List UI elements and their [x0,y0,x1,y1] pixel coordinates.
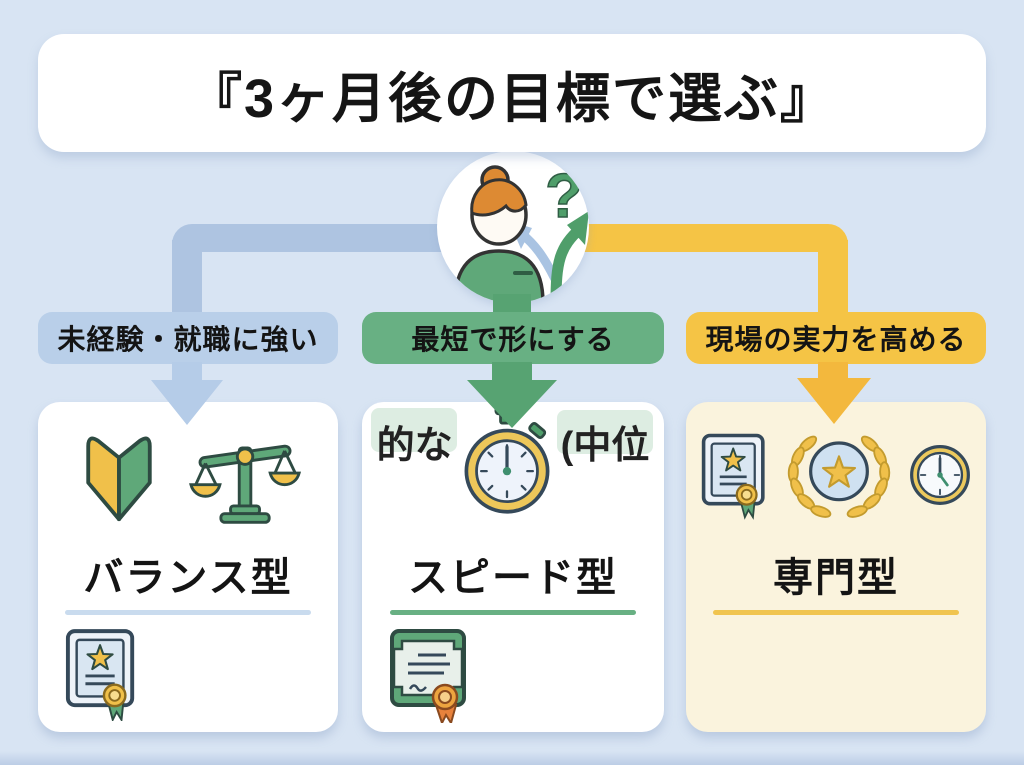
certificate-icon [65,629,135,721]
branch-label-text: 最短で形にする [411,324,615,355]
branch-label-text: 未経験・就職に強い [57,324,319,355]
card-balance: バランス型 [38,402,338,732]
card-title: バランス型 [83,556,293,600]
card-title: 専門型 [773,556,899,600]
divider [65,610,311,615]
down-arrow-yellow [818,362,848,380]
beginner-mark-icon [86,436,152,522]
connector-yellow-vertical [818,240,848,316]
balance-scale-icon [189,444,301,524]
certificate-icon [701,433,765,520]
branch-label-speed: 最短で形にする [362,312,664,364]
connector-blue-vertical [172,240,202,316]
down-arrow-green [492,362,532,382]
down-arrow-green-head [467,380,557,428]
divider [713,610,959,615]
branch-label-text: 現場の実力を高める [705,324,967,355]
connector-green-stub [493,294,531,316]
branch-label-balance: 未経験・就職に強い [38,312,338,364]
garbled-text-right: (中位 [556,402,653,469]
card-specialist: 専門型 [686,402,986,732]
divider [390,610,636,615]
clock-icon [910,445,970,505]
certificate-icon [390,629,466,723]
garbled-text-left: 的な [370,402,457,469]
person-icon: ? [453,161,589,303]
branch-label-specialist: 現場の実力を高める [686,312,986,364]
down-arrow-yellow-head [797,378,871,424]
laurel-medal-icon [787,435,891,518]
page-title: 『3ヶ月後の目標で選ぶ』 [187,68,837,129]
title-banner: 『3ヶ月後の目標で選ぶ』 [38,34,986,152]
bottom-edge-strip [0,751,1024,765]
down-arrow-blue [172,362,202,382]
down-arrow-blue-head [151,380,223,425]
decision-figure: ? [437,151,589,303]
card-title: スピード型 [408,556,618,600]
question-mark-icon: ? [545,162,583,231]
card-speed: 的な (中位 スピード型 [362,402,664,732]
